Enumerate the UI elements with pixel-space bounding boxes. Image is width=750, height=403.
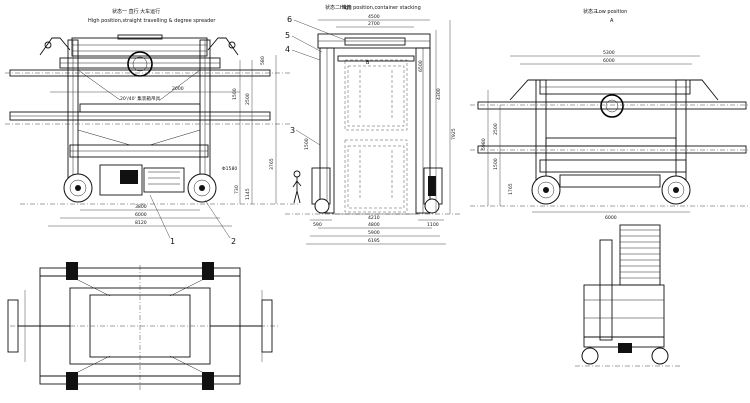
right-upper-spreader xyxy=(477,101,747,110)
right-left-column xyxy=(535,79,547,193)
top-frame xyxy=(71,37,208,57)
left-dim-1500: 1500 xyxy=(232,88,238,100)
right-mark: A xyxy=(610,18,614,24)
left-dim-6000: 6000 xyxy=(135,212,147,218)
callout-4: 4 xyxy=(285,45,290,54)
center-dim-590: 590 xyxy=(313,222,322,228)
small-view-left-wheel xyxy=(581,347,599,365)
center-mark: B xyxy=(366,60,370,66)
right-lower-frame xyxy=(539,159,687,173)
center-dim-4800: 4800 xyxy=(368,222,380,228)
center-dim-2700: 2700 xyxy=(368,21,380,27)
callout-3: 3 xyxy=(290,126,295,135)
center-dim-5900: 5900 xyxy=(368,230,380,236)
left-lug xyxy=(39,37,71,56)
right-dim-5300: 5300 xyxy=(603,50,615,56)
plan-view xyxy=(7,262,280,390)
left-dim-1580: Φ1580 xyxy=(222,166,237,172)
right-hoist-drum xyxy=(600,94,624,118)
left-view-title-cn: 状态一 直行 大车运行 xyxy=(112,8,160,15)
center-dim-4300: 4300 xyxy=(436,88,442,100)
small-side-view xyxy=(575,224,680,367)
center-spreader xyxy=(337,55,415,62)
right-dim-5980: 5980 xyxy=(481,138,487,150)
right-dim-1500: 1500 xyxy=(493,158,499,170)
small-view-frame xyxy=(583,284,665,338)
center-view-title-cn: 状态二 堆箱 xyxy=(325,4,352,11)
center-dim-6500-v: 6500 xyxy=(418,60,424,72)
left-elevation-view: 状态一 直行 大车运行 High position,straight trave… xyxy=(5,8,300,246)
center-dim-1500: 1500 xyxy=(304,138,310,150)
left-dim-3765: 3765 xyxy=(269,158,275,170)
small-view-right-wheel xyxy=(651,347,669,365)
container-lower xyxy=(344,139,408,213)
center-elevation-view: High position,container stacking 状态二 堆箱 … xyxy=(285,4,460,245)
right-bottom-housing xyxy=(559,174,661,188)
center-dim-6195: 6195 xyxy=(368,238,380,244)
center-view-title: High position,container stacking xyxy=(340,5,421,11)
right-lower-spreader xyxy=(477,145,747,154)
spreader-note: 20'/40' 集装箱吊具 xyxy=(120,95,161,102)
right-lug xyxy=(207,37,239,56)
left-view-title: High position,straight travelling & degr… xyxy=(88,18,216,24)
engine-housing xyxy=(99,164,143,196)
center-dim-4210: 4210 xyxy=(368,215,380,221)
right-elevation-view: Low position 状态三 A 5300 6000 xyxy=(470,8,750,221)
container-upper xyxy=(344,59,408,131)
right-right-column xyxy=(675,79,687,193)
callout-2: 2 xyxy=(231,237,236,246)
left-dim-1145: 1145 xyxy=(245,188,251,200)
left-dim-2000: 2000 xyxy=(172,86,184,92)
right-dim-1765: 1765 xyxy=(508,183,514,195)
left-dim-2500: 2500 xyxy=(245,93,251,105)
small-view-column xyxy=(599,239,613,341)
right-dim-6000-bot: 6000 xyxy=(605,215,617,221)
small-view-top-stack xyxy=(619,224,661,286)
right-dim-2500: 2500 xyxy=(493,123,499,135)
callout-1: 1 xyxy=(170,237,175,246)
right-view-title: Low position xyxy=(596,9,627,15)
right-dim-6000-top: 6000 xyxy=(603,58,615,64)
center-dim-4500: 4500 xyxy=(368,14,380,20)
left-dim-730: 730 xyxy=(234,185,240,194)
callout-6: 6 xyxy=(287,15,292,24)
left-dim-580: 580 xyxy=(260,56,266,65)
callout-5: 5 xyxy=(285,31,290,40)
center-dim-1100: 1100 xyxy=(427,222,439,228)
left-dim-8120: 8120 xyxy=(135,220,147,226)
center-dim-7925: 7925 xyxy=(451,128,457,140)
operator-figure xyxy=(292,170,302,204)
left-dim-3800: 3800 xyxy=(135,204,147,210)
generator xyxy=(143,167,185,193)
right-view-title-cn: 状态三 xyxy=(583,8,598,15)
